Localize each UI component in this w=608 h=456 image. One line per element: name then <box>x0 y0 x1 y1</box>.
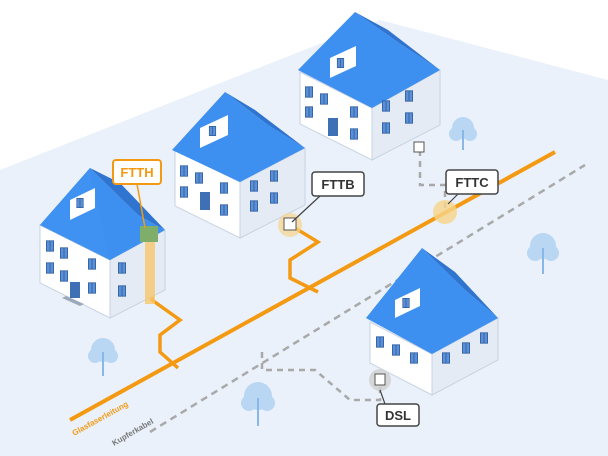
house-ftth <box>39 168 166 319</box>
copper-cable-line <box>149 163 586 434</box>
fttb-label: FTTB <box>321 177 354 192</box>
tree-icon <box>527 233 559 274</box>
house-fttb <box>172 92 306 239</box>
ftth-label: FTTH <box>120 165 153 180</box>
fiber-cable-line <box>69 150 556 422</box>
ftth-badge: FTTH <box>112 159 162 229</box>
fttc-label: FTTC <box>455 175 489 190</box>
house-fttc <box>298 12 441 161</box>
fttc-badge: FTTC <box>445 169 499 205</box>
house-dsl <box>366 248 499 396</box>
fttc-street-cabinet <box>433 200 457 224</box>
tree-icon <box>241 382 275 426</box>
dsl-label: DSL <box>385 408 411 423</box>
tree-icon <box>449 117 477 150</box>
tree-icon <box>88 338 118 376</box>
fttb-badge: FTTB <box>291 171 365 223</box>
copper-branch-dsl <box>260 352 382 402</box>
copper-branch-fttc <box>418 150 447 212</box>
dsl-badge: DSL <box>376 389 420 427</box>
fiber-branch-fttb <box>288 223 322 294</box>
